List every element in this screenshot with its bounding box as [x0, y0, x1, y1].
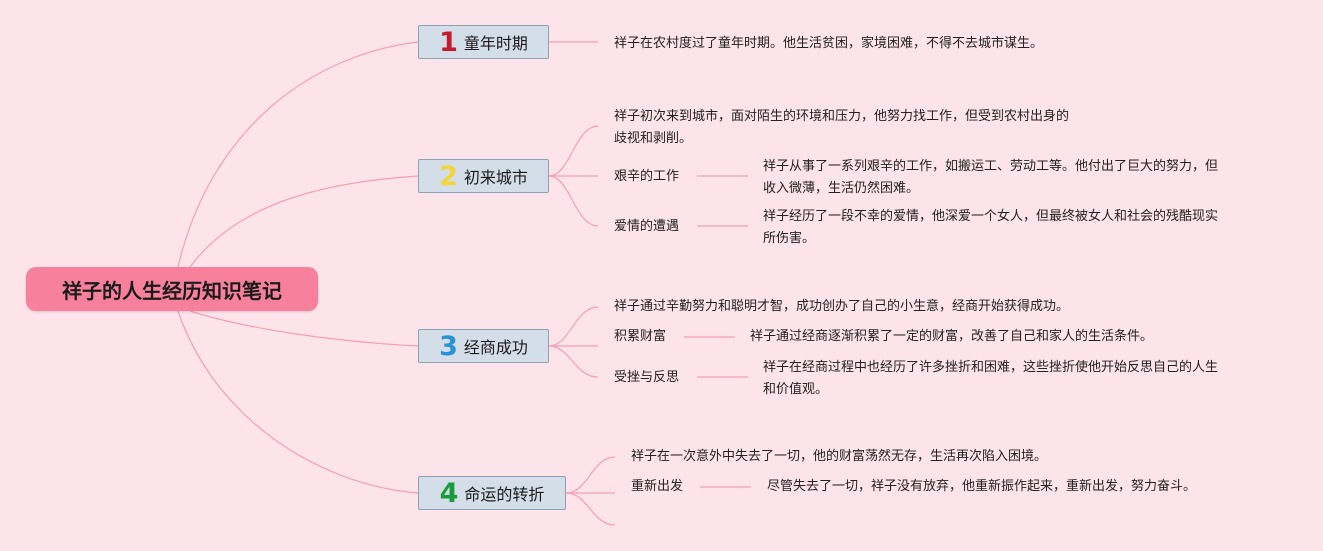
connector-branch-3-sub-2 — [548, 345, 599, 378]
branch-3-sub-2-label: 受挫与反思 — [614, 370, 680, 385]
branch-3-sub-2-detail: 祥子在经商过程中也经历了许多挫折和困难，这些挫折使他开始反思自己的人生 和价值观… — [763, 360, 1219, 397]
branch-4-sub-1-detail: 尽管失去了一切，祥子没有放弃，他重新振作起来，重新出发，努力奋斗。 — [767, 479, 1197, 494]
connector-branch-2-sub-2 — [548, 175, 599, 227]
connector-root-branch-1 — [177, 41, 419, 268]
branch-2-sub-1-label: 艰辛的工作 — [614, 169, 680, 184]
branch-4-sub-1-label: 重新出发 — [631, 479, 684, 494]
branch-3-sub-1-detail: 祥子通过经商逐渐积累了一定的财富，改善了自己和家人的生活条件。 — [750, 329, 1154, 344]
branch-2-sub-2-label: 爱情的遭遇 — [614, 219, 680, 234]
branch-3-sub-1-label: 积累财富 — [614, 329, 667, 344]
connector-branch-4-desc — [565, 456, 616, 494]
connector-branch-2-desc — [548, 125, 599, 177]
branch-1-description: 祥子在农村度过了童年时期。他生活贫困，家境困难，不得不去城市谋生。 — [614, 36, 1044, 51]
topic-turning-point[interactable]: 4 命运的转折 — [418, 476, 566, 510]
topic-number-2: 2 — [439, 160, 458, 192]
topic-number-4: 4 — [439, 477, 459, 509]
topic-business-success[interactable]: 3 经商成功 — [418, 329, 549, 363]
topic-title: 初来城市 — [463, 168, 528, 187]
topic-childhood[interactable]: 1 童年时期 — [418, 25, 549, 59]
root-title: 祥子的人生经历知识笔记 — [62, 278, 282, 303]
branch-2-sub-2-detail: 祥子经历了一段不幸的爱情，他深爱一个女人，但最终被女人和社会的残酷现实 所伤害。 — [763, 209, 1219, 246]
connector-root-branch-2 — [189, 175, 419, 268]
topic-title: 经商成功 — [463, 338, 528, 357]
connector-root-branch-4 — [177, 310, 419, 494]
topic-number-1: 1 — [439, 26, 458, 58]
topic-number-3: 3 — [439, 330, 458, 362]
branch-4-description: 祥子在一次意外中失去了一切，他的财富荡然无存，生活再次陷入困境。 — [631, 449, 1048, 464]
root-node[interactable]: 祥子的人生经历知识笔记 — [26, 267, 318, 311]
connector-branch-3-desc — [548, 306, 599, 347]
branch-3-description: 祥子通过辛勤努力和聪明才智，成功创办了自己的小生意，经商开始获得成功。 — [614, 299, 1070, 314]
topic-arrive-city[interactable]: 2 初来城市 — [418, 159, 549, 193]
connector-root-branch-3 — [189, 310, 419, 347]
topic-title: 命运的转折 — [464, 485, 545, 504]
branch-2-sub-1-detail: 祥子从事了一系列艰辛的工作，如搬运工、劳动工等。他付出了巨大的努力，但 收入微薄… — [763, 159, 1219, 196]
branch-2-description: 祥子初次来到城市，面对陌生的环境和压力，他努力找工作，但受到农村出身的 歧视和剥… — [614, 109, 1070, 146]
connector-branch-4-tail — [565, 492, 616, 526]
topic-title: 童年时期 — [463, 34, 528, 53]
